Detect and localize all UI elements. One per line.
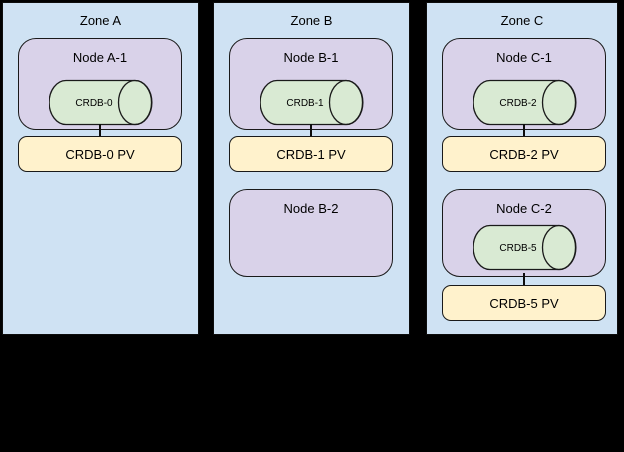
zone-b-panel: Zone B Node B-1 CRDB-1 CRDB-1 PV Node B-… <box>213 2 410 335</box>
pod-crdb-0-label: CRDB-0 <box>75 98 113 109</box>
node-a-1: Node A-1 CRDB-0 <box>18 38 182 130</box>
node-a-1-title: Node A-1 <box>72 50 128 65</box>
pod-crdb-2-label: CRDB-2 <box>499 98 537 109</box>
node-b-1-title: Node B-1 <box>283 50 339 65</box>
pod-to-pv-connector <box>310 124 312 136</box>
pv-crdb-0-label: CRDB-0 PV <box>65 146 135 162</box>
pv-crdb-2: CRDB-2 PV <box>442 136 606 172</box>
pv-crdb-2-label: CRDB-2 PV <box>489 146 559 162</box>
pod-to-pv-connector <box>523 273 525 285</box>
pod-cylinder-crdb-1: CRDB-1 <box>260 79 364 126</box>
node-c-1: Node C-1 CRDB-2 <box>442 38 606 130</box>
pv-crdb-0: CRDB-0 PV <box>18 136 182 172</box>
pod-crdb-5-label: CRDB-5 <box>499 243 537 254</box>
node-b-2-title: Node B-2 <box>283 201 339 216</box>
pod-cylinder-crdb-5: CRDB-5 <box>473 224 577 271</box>
zone-a-panel: Zone A Node A-1 CRDB-0 CRDB-0 PV <box>2 2 199 335</box>
cylinder-icon: CRDB-0 <box>49 79 153 126</box>
zone-a-title: Zone A <box>79 13 122 28</box>
node-b-1: Node B-1 CRDB-1 <box>229 38 393 130</box>
pv-crdb-5: CRDB-5 PV <box>442 285 606 321</box>
node-b-2: Node B-2 <box>229 189 393 277</box>
zone-c-panel: Zone C Node C-1 CRDB-2 CRDB-2 PV Node C-… <box>426 2 618 335</box>
cylinder-icon: CRDB-1 <box>260 79 364 126</box>
cylinder-icon: CRDB-2 <box>473 79 577 126</box>
pod-to-pv-connector <box>523 124 525 136</box>
pv-crdb-1-label: CRDB-1 PV <box>276 146 346 162</box>
pv-crdb-5-label: CRDB-5 PV <box>489 295 559 311</box>
pod-to-pv-connector <box>99 124 101 136</box>
pod-cylinder-crdb-2: CRDB-2 <box>473 79 577 126</box>
cylinder-icon: CRDB-5 <box>473 224 577 271</box>
zone-c-title: Zone C <box>500 13 544 28</box>
pod-crdb-1-label: CRDB-1 <box>286 98 324 109</box>
pod-cylinder-crdb-0: CRDB-0 <box>49 79 153 126</box>
pv-crdb-1: CRDB-1 PV <box>229 136 393 172</box>
node-c-2: Node C-2 CRDB-5 <box>442 189 606 277</box>
node-c-1-title: Node C-1 <box>496 50 552 65</box>
zone-b-title: Zone B <box>290 13 333 28</box>
node-c-2-title: Node C-2 <box>496 201 552 216</box>
